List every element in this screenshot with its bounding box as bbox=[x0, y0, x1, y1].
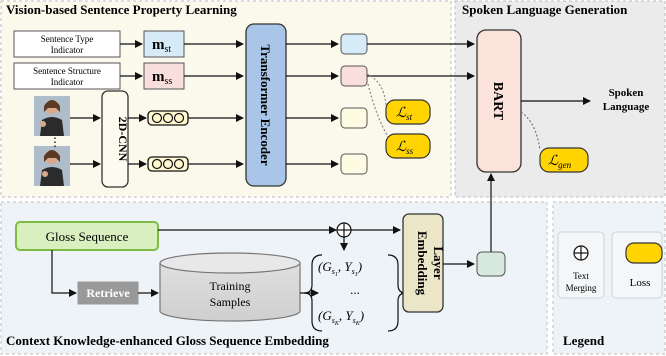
sentence-structure-indicator: Sentence Structure Indicator bbox=[13, 62, 121, 90]
output-token-visual-1 bbox=[340, 107, 368, 129]
output-token-st bbox=[340, 33, 368, 55]
svg-text:mst: mst bbox=[152, 37, 171, 55]
gloss-embedding-token bbox=[476, 251, 506, 277]
sign-video-frame-2 bbox=[34, 146, 70, 186]
transformer-encoder: Transformer Encoder bbox=[245, 23, 287, 187]
svg-text:Indicator: Indicator bbox=[51, 77, 83, 87]
loss-ss: ℒss bbox=[385, 133, 431, 159]
svg-text:ℒss: ℒss bbox=[396, 140, 414, 156]
svg-text:Sentence Structure: Sentence Structure bbox=[33, 66, 101, 76]
svg-text:(Gs1, Ys1): (Gs1, Ys1) bbox=[318, 259, 362, 278]
loss-st: ℒst bbox=[385, 99, 431, 125]
svg-text:Language: Language bbox=[603, 101, 650, 113]
cnn-block: 2D-CNN bbox=[101, 90, 130, 188]
svg-text:2D-CNN: 2D-CNN bbox=[116, 117, 130, 162]
svg-text:BART: BART bbox=[490, 82, 505, 121]
svg-text:Spoken: Spoken bbox=[609, 87, 644, 99]
spoken-language-output: Spoken Language bbox=[603, 87, 650, 113]
panel-title-legend: Legend bbox=[563, 333, 605, 348]
svg-text:Loss: Loss bbox=[630, 277, 651, 289]
visual-feature-chain-1 bbox=[147, 110, 189, 126]
svg-text:ℒgen: ℒgen bbox=[548, 154, 572, 170]
svg-text:Retrieve: Retrieve bbox=[86, 286, 130, 300]
panel-title-spoken-generation: Spoken Language Generation bbox=[462, 2, 628, 17]
svg-text:Transformer Encoder: Transformer Encoder bbox=[258, 44, 273, 165]
legend-text-merging: Text Merging bbox=[557, 231, 605, 299]
loss-gen: ℒgen bbox=[539, 147, 589, 173]
svg-text:Text: Text bbox=[573, 271, 589, 281]
legend-loss-icon bbox=[625, 242, 663, 264]
panel-title-sentence-property: Vision-based Sentence Property Learning bbox=[6, 2, 237, 17]
panel-title-gloss-embedding: Context Knowledge-enhanced Gloss Sequenc… bbox=[6, 333, 329, 348]
svg-text:...: ... bbox=[350, 282, 360, 297]
svg-text:Training: Training bbox=[210, 279, 251, 293]
gloss-sequence-box: Gloss Sequence bbox=[15, 221, 159, 251]
legend-loss: Loss bbox=[611, 231, 663, 299]
visual-feature-chain-2 bbox=[147, 156, 189, 172]
text-merge-operator bbox=[336, 222, 352, 238]
bart-block: BART bbox=[476, 29, 522, 173]
m-st-token: mst bbox=[143, 30, 185, 58]
retrieved-sample-set: (Gs1, Ys1) ... (GsK, YsK) bbox=[303, 254, 407, 332]
svg-text:Indicator: Indicator bbox=[51, 45, 83, 55]
svg-text:Merging: Merging bbox=[566, 283, 597, 293]
svg-text:(GsK, YsK): (GsK, YsK) bbox=[318, 308, 364, 327]
training-samples-db: Training Samples bbox=[159, 252, 301, 322]
m-ss-token: mss bbox=[143, 62, 185, 90]
retrieve-box: Retrieve bbox=[77, 281, 139, 305]
embedding-layer: Embedding Layer bbox=[402, 213, 446, 313]
svg-text:ℒst: ℒst bbox=[396, 106, 413, 122]
svg-text:Layer: Layer bbox=[431, 246, 446, 279]
video-ellipsis: ⋮ bbox=[49, 135, 61, 149]
output-token-ss bbox=[340, 65, 368, 87]
output-token-visual-2 bbox=[340, 153, 368, 175]
svg-text:Samples: Samples bbox=[210, 295, 251, 309]
svg-text:Embedding: Embedding bbox=[415, 231, 430, 296]
sentence-type-indicator: Sentence Type Indicator bbox=[13, 30, 121, 58]
svg-text:mss: mss bbox=[152, 69, 172, 87]
svg-text:Gloss Sequence: Gloss Sequence bbox=[46, 229, 129, 244]
svg-text:Sentence Type: Sentence Type bbox=[41, 34, 93, 44]
sign-video-frame-1 bbox=[34, 96, 70, 136]
